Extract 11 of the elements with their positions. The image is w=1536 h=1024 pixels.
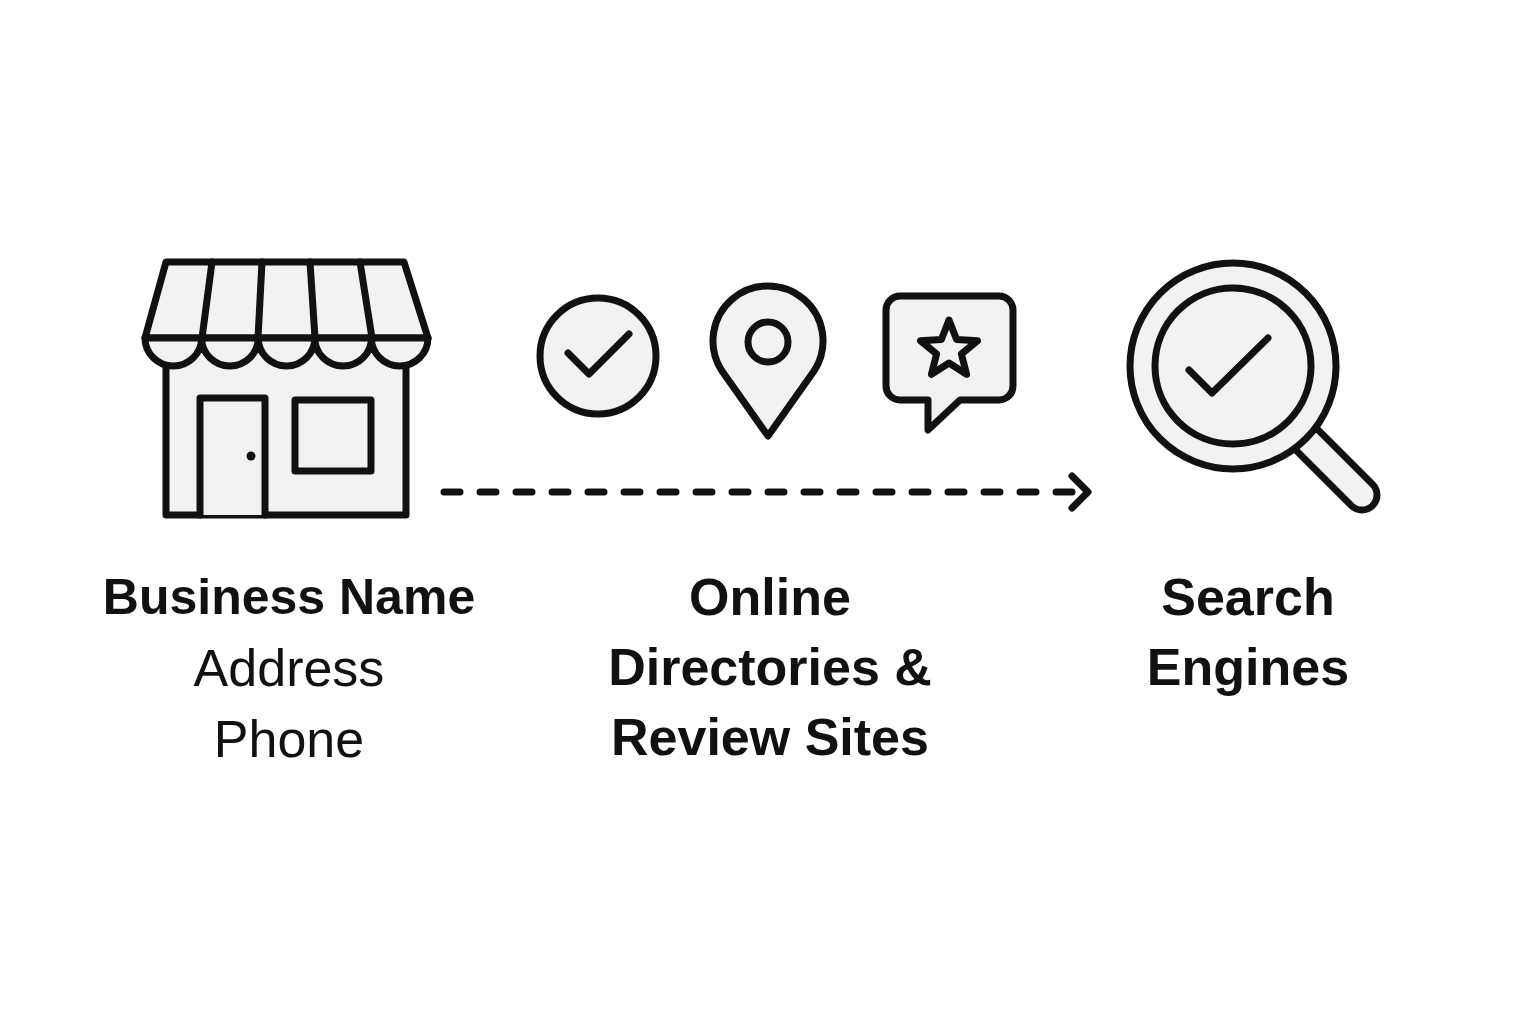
star-speech-bubble-icon (882, 292, 1017, 434)
caption-text: Online Directories & Review Sites (607, 567, 933, 768)
caption-text: Address (192, 638, 386, 699)
magnifier-check-icon (1126, 259, 1381, 514)
storefront-icon (140, 257, 433, 520)
caption-text: Business Name (101, 568, 477, 627)
checkmark-circle-icon (536, 294, 660, 418)
caption-text: Search Engines (1145, 567, 1351, 698)
location-pin-icon (709, 282, 827, 440)
caption-text: Phone (212, 709, 366, 770)
dashed-arrow (440, 472, 1092, 512)
